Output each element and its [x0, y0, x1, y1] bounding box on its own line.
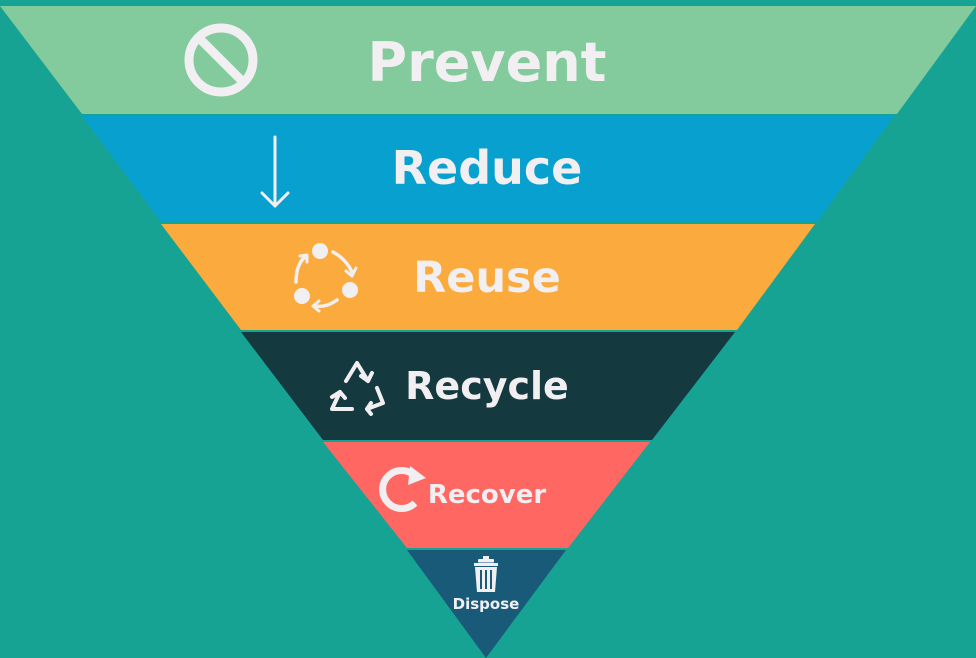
trash-icon — [474, 556, 498, 592]
refresh-icon — [379, 466, 426, 512]
level-dispose: Dispose — [407, 550, 566, 658]
label-recycle: Recycle — [405, 364, 569, 408]
label-reuse: Reuse — [413, 253, 561, 303]
label-reduce: Reduce — [392, 141, 583, 195]
label-recover: Recover — [428, 480, 547, 510]
level-prevent: Prevent — [0, 6, 976, 114]
arrow-down-icon — [260, 135, 290, 208]
label-prevent: Prevent — [368, 31, 607, 94]
recycle-icon — [330, 361, 385, 416]
band-recycle — [241, 332, 735, 440]
level-recover: Recover — [323, 442, 650, 548]
label-dispose: Dispose — [453, 595, 520, 613]
level-reduce: Reduce — [82, 116, 894, 222]
level-recycle: Recycle — [241, 332, 735, 440]
prohibited-icon — [184, 23, 258, 97]
cycle-icon — [294, 243, 358, 313]
band-dispose — [407, 550, 566, 658]
level-reuse: Reuse — [161, 224, 815, 330]
